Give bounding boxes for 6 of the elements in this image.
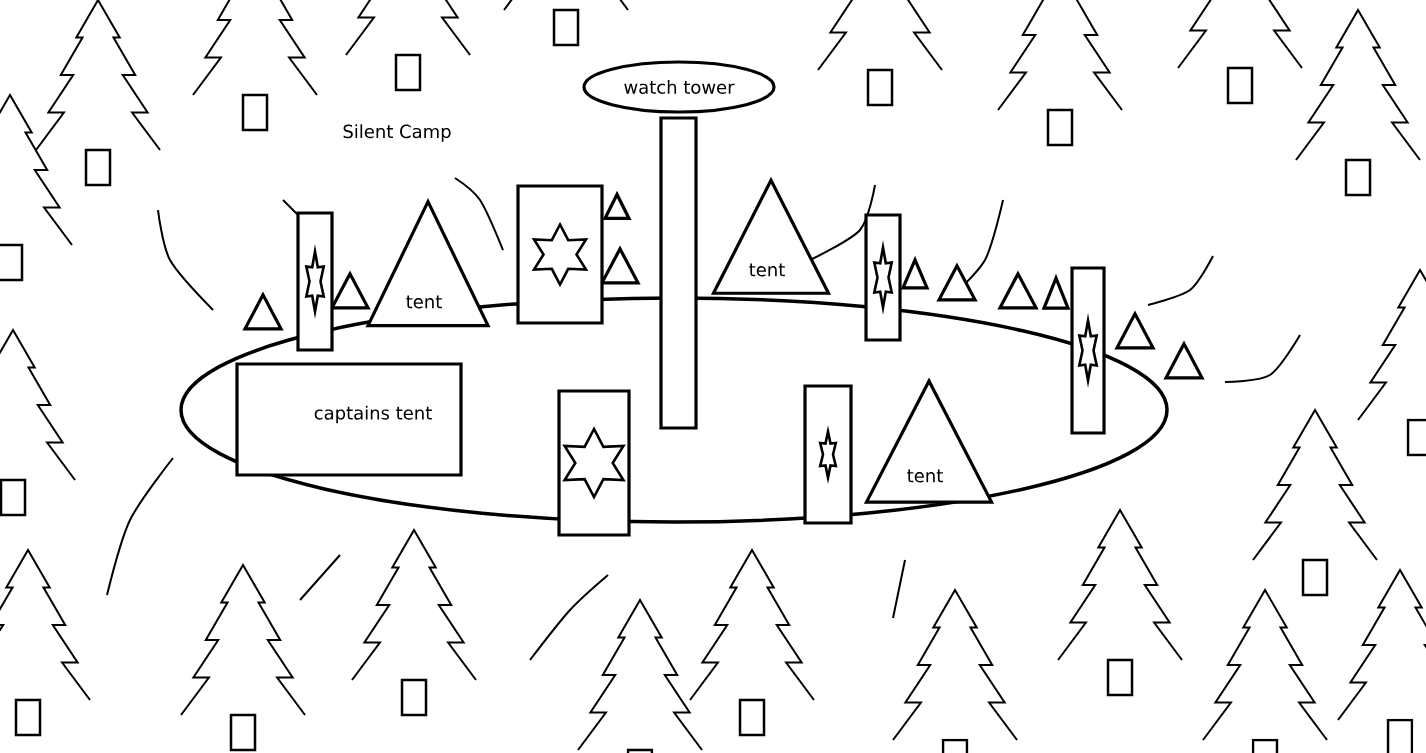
star-banner — [557, 389, 631, 537]
tent-rectangle: captains tent — [235, 362, 463, 477]
tower-pole — [659, 116, 698, 430]
map-title: Silent Camp — [343, 124, 451, 142]
star-banner — [803, 384, 853, 525]
star-banner — [516, 184, 604, 325]
